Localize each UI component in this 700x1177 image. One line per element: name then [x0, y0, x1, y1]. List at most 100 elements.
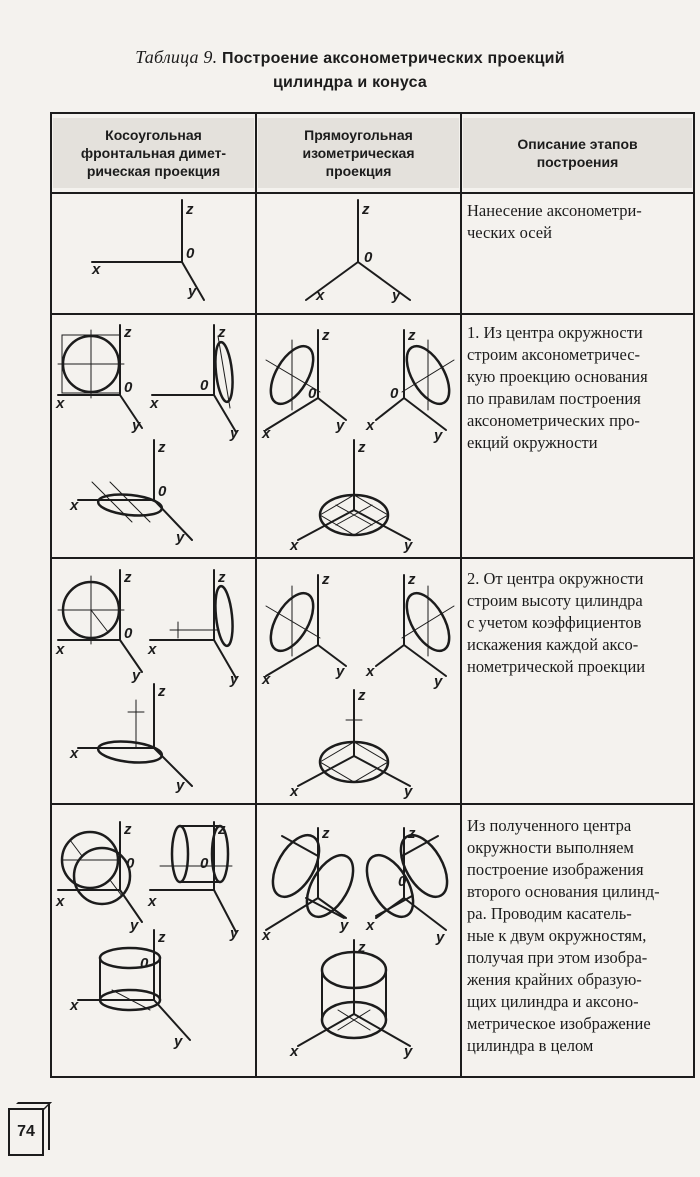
axis-label-o: 0 — [200, 377, 209, 394]
axis-label-y: y — [229, 925, 239, 942]
axis-label-x: x — [315, 287, 325, 304]
axis-label-x: x — [91, 261, 101, 278]
axis-label-z: z — [407, 327, 416, 344]
axis-label-x: x — [261, 671, 271, 688]
axis-label-z: z — [157, 683, 166, 700]
axis-label-z: z — [407, 571, 416, 588]
axis-label-z: z — [217, 821, 226, 838]
row3-oblique-front-height: z 0 x y — [55, 569, 143, 684]
axis-label-z: z — [217, 324, 226, 341]
axis-label-x: x — [55, 641, 65, 658]
axis-label-x: x — [147, 641, 157, 658]
caption-title-line1: Построение аксонометрических проекций — [222, 50, 565, 67]
axis-label-y: y — [433, 427, 443, 444]
axis-label-y: y — [187, 283, 197, 300]
page-number-badge: 74 — [8, 1100, 52, 1158]
axis-label-o: 0 — [124, 625, 133, 642]
axis-label-o: 0 — [140, 955, 149, 972]
row2-isometric-side-circle: z 0 x y — [365, 327, 455, 444]
row4-oblique-front-cylinder: z 0 x y — [55, 821, 143, 934]
axis-label-x: x — [69, 497, 79, 514]
row3-isometric-front-height: z x y — [261, 571, 347, 688]
axis-label-o: 0 — [158, 483, 167, 500]
axis-label-x: x — [365, 917, 375, 934]
axis-label-y: y — [129, 917, 139, 934]
table-right-rule — [693, 112, 695, 1078]
axis-label-z: z — [407, 825, 416, 842]
axis-label-y: y — [229, 671, 239, 688]
caption-label: Таблица 9. — [135, 47, 218, 67]
row2-oblique-side-circle: z 0 x y — [149, 324, 239, 442]
axis-label-x: x — [69, 745, 79, 762]
axis-label-z: z — [357, 687, 366, 704]
axis-label-x: x — [147, 893, 157, 910]
row4-isometric-front-cylinder: z x y — [261, 825, 355, 944]
axis-label-x: x — [149, 395, 159, 412]
row4-oblique-vertical-cylinder: z 0 x y — [69, 929, 191, 1050]
row3-oblique-side-height: z x y — [147, 569, 239, 688]
axis-label-z: z — [123, 821, 132, 838]
axis-label-z: z — [357, 939, 366, 956]
axis-label-z: z — [217, 569, 226, 586]
axis-label-y: y — [175, 529, 185, 546]
axis-label-x: x — [55, 395, 65, 412]
axis-label-z: z — [321, 327, 330, 344]
table-left-rule — [50, 112, 52, 1078]
row-rule-3 — [50, 803, 695, 805]
row-3-description: 2. От центра окружности строим высоту ци… — [467, 569, 646, 676]
row-rule-2 — [50, 557, 695, 559]
row3-isometric-horizontal-height: z x y — [289, 687, 413, 800]
axis-label-y: y — [433, 673, 443, 690]
axis-label-y: y — [335, 417, 345, 434]
axis-label-x: x — [365, 417, 375, 434]
table-bottom-rule — [50, 1076, 695, 1078]
axis-label-x: x — [261, 927, 271, 944]
axis-label-o: 0 — [390, 385, 399, 402]
header-isometric: Прямоугольная изометрическая проекция — [258, 118, 459, 188]
axis-label-y: y — [403, 537, 413, 554]
axis-label-z: z — [185, 201, 194, 218]
axis-label-x: x — [289, 537, 299, 554]
page-number: 74 — [8, 1108, 44, 1156]
axis-label-y: y — [131, 667, 141, 684]
axis-label-z: z — [357, 439, 366, 456]
row-1-description: Нанесение аксонометри- ческих осей — [467, 201, 642, 242]
row1-oblique-axes-figure: z 0 x y — [91, 199, 205, 301]
axis-label-z: z — [321, 825, 330, 842]
row-4-description: Из полученного центра окружности выполня… — [467, 816, 660, 1055]
row2-oblique-horizontal-circle: z 0 x y — [69, 439, 193, 546]
axis-label-x: x — [69, 997, 79, 1014]
row4-isometric-side-cylinder: z 0 x y — [365, 825, 449, 946]
axis-label-x: x — [55, 893, 65, 910]
axis-label-x: x — [289, 1043, 299, 1060]
row2-oblique-front-circle: z 0 x y — [55, 324, 143, 434]
axis-label-o: 0 — [186, 245, 195, 262]
axis-label-x: x — [289, 783, 299, 800]
caption-title-line2: цилиндра и конуса — [272, 74, 428, 91]
badge-shadow-side — [42, 1104, 50, 1150]
axis-label-y: y — [403, 783, 413, 800]
row2-isometric-horizontal-circle: z x y — [289, 439, 413, 554]
axis-label-z: z — [123, 324, 132, 341]
row3-isometric-side-height: z x y — [365, 571, 455, 690]
row3-oblique-horizontal-height: z x y — [69, 683, 193, 794]
axis-label-y: y — [339, 917, 349, 934]
axis-label-y: y — [335, 663, 345, 680]
axis-label-o: 0 — [126, 855, 135, 872]
header-rule — [50, 192, 695, 194]
axis-label-o: 0 — [364, 249, 373, 266]
axis-label-z: z — [157, 439, 166, 456]
axis-label-z: z — [321, 571, 330, 588]
axis-label-y: y — [131, 417, 141, 434]
row1-isometric-axes-figure: z 0 x y — [305, 199, 411, 304]
row4-isometric-vertical-cylinder: z x y — [289, 939, 413, 1060]
axis-label-z: z — [361, 201, 370, 218]
column-rule-1 — [255, 112, 257, 1078]
axis-label-z: z — [157, 929, 166, 946]
axis-label-y: y — [435, 929, 445, 946]
header-description: Описание этапов построения — [463, 118, 692, 188]
table-top-rule — [50, 112, 695, 114]
axis-label-z: z — [123, 569, 132, 586]
axis-label-o: 0 — [124, 379, 133, 396]
row-2-description: 1. Из центра окружности строим аксономет… — [467, 323, 648, 452]
